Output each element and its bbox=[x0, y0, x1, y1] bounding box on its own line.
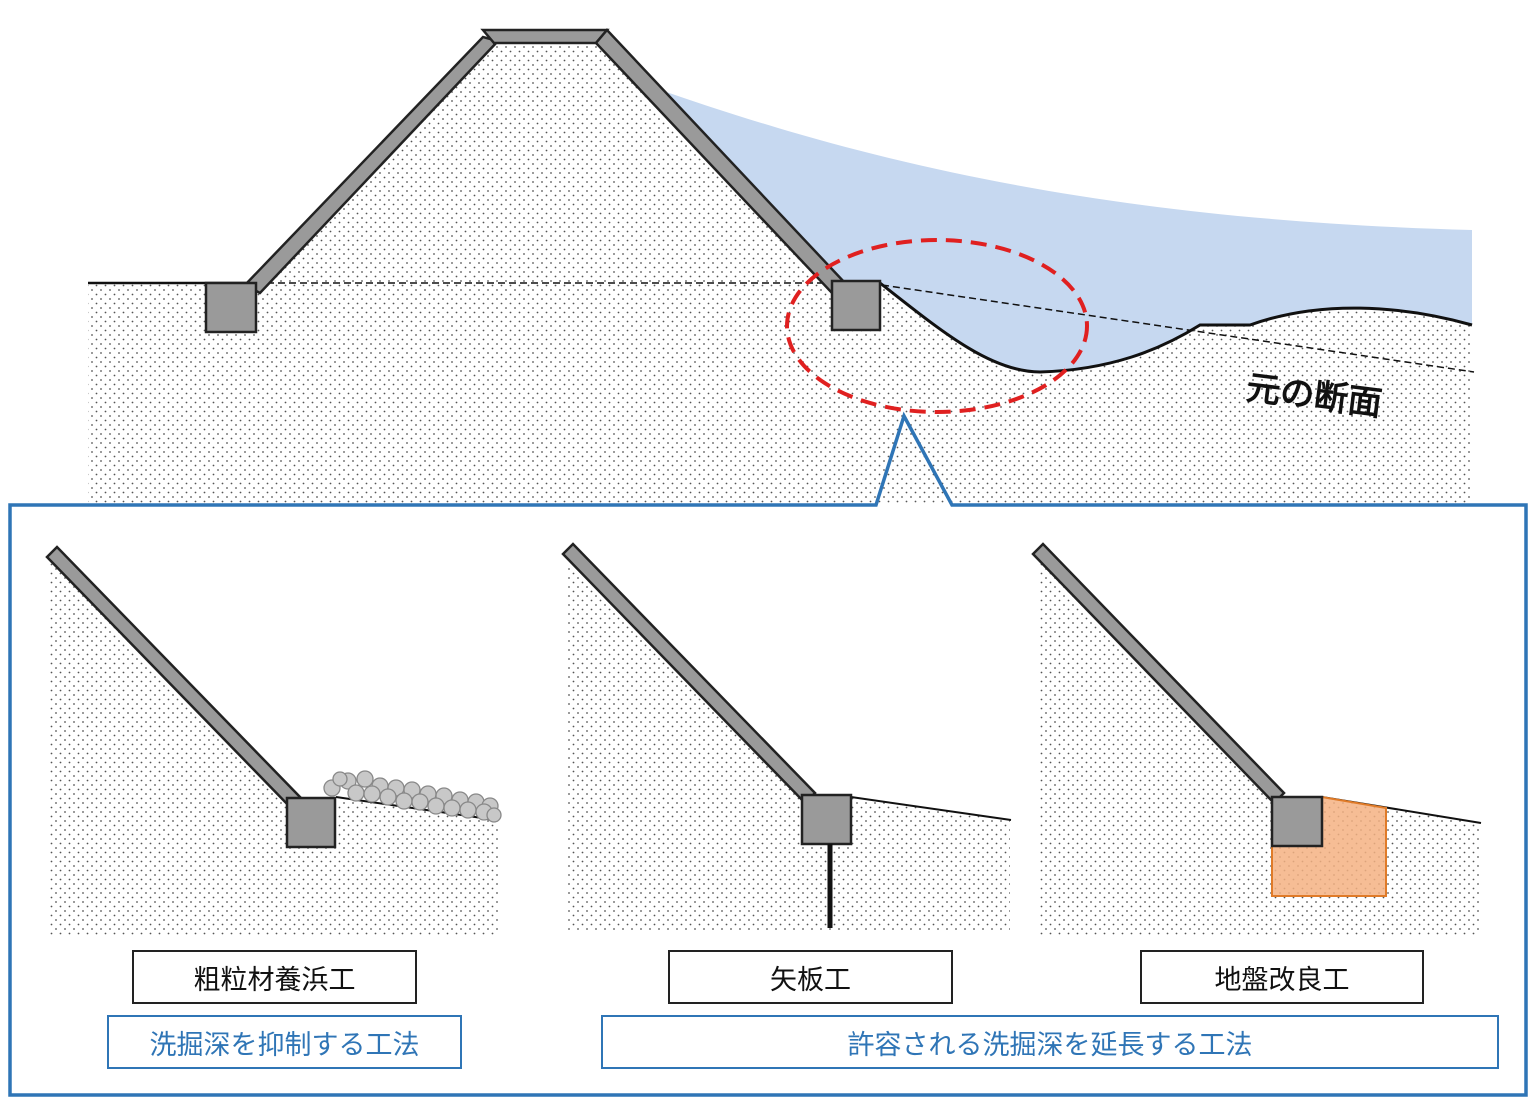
detail-panel-frame bbox=[8, 411, 1528, 1097]
panel-ground-improvement bbox=[1031, 542, 1482, 935]
original-bed-dashed-line bbox=[881, 284, 1475, 373]
riverbed-line bbox=[879, 281, 1473, 374]
panel1-toe-block bbox=[285, 796, 337, 849]
left-toe-block bbox=[204, 281, 258, 334]
panel1-ground bbox=[50, 553, 500, 935]
embankment-ground-body bbox=[88, 36, 1472, 505]
gravel-layer bbox=[323, 770, 502, 823]
panel2-ground bbox=[568, 553, 1010, 930]
main-cross-section bbox=[88, 28, 1475, 505]
panel-coarse-nourishment bbox=[45, 545, 502, 935]
method-label-sheet-pile: 矢板工 bbox=[668, 950, 953, 1004]
panel3-toe-block bbox=[1270, 795, 1324, 848]
scour-highlight-ellipse bbox=[785, 238, 1089, 414]
category-label-scour-suppression: 洗掘深を抑制する工法 bbox=[107, 1015, 462, 1069]
method-label-coarse-nourishment: 粗粒材養浜工 bbox=[132, 950, 417, 1004]
category-label-allowable-scour-extension: 許容される洗掘深を延長する工法 bbox=[601, 1015, 1499, 1069]
panel2-bed-line bbox=[850, 796, 1012, 821]
panel2-slope-armor bbox=[561, 542, 817, 805]
method-label-ground-improvement: 地盤改良工 bbox=[1140, 950, 1424, 1004]
panel3-slope-armor bbox=[1031, 542, 1286, 805]
panel-sheet-pile bbox=[561, 542, 1012, 930]
right-toe-block bbox=[830, 279, 882, 332]
crown-armor bbox=[480, 28, 610, 45]
panel2-toe-block bbox=[800, 793, 853, 846]
water-body bbox=[655, 88, 1472, 372]
